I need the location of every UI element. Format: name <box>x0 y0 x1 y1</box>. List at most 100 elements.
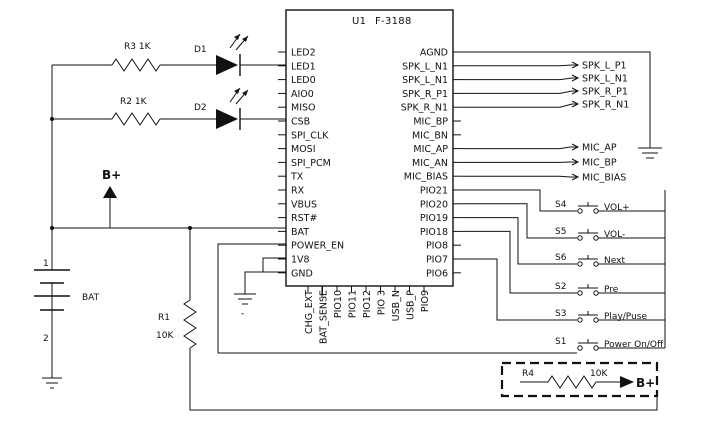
r2-label: R2 1K <box>120 97 148 107</box>
right-pin-label: SPK_R_P1 <box>402 89 448 100</box>
led-d1-icon <box>216 33 249 76</box>
switch-actuator-icon <box>578 229 598 234</box>
r4-value: 10K <box>590 369 608 379</box>
switch-actuator-icon <box>578 339 598 344</box>
switch-ref: S1 <box>555 337 566 347</box>
left-pin-label: RST# <box>291 213 317 224</box>
left-pin-label: GND <box>291 268 313 279</box>
left-pin-label: BAT <box>291 227 309 238</box>
r4-ref: R4 <box>522 369 534 379</box>
switch-ref: S6 <box>555 253 567 263</box>
right-pin-label: PIO18 <box>420 227 448 238</box>
left-pin-label: 1V8 <box>291 255 310 266</box>
right-pin-label: MIC_BIAS <box>404 172 448 183</box>
mic-net-label: MIC_BIAS <box>582 173 626 184</box>
switch-wire <box>461 258 577 321</box>
right-pin-label: MIC_BP <box>413 117 448 128</box>
bottom-pin-label: PIO9 <box>420 290 431 312</box>
right-pin-label: PIO6 <box>426 268 448 279</box>
power-en-wire <box>217 243 577 354</box>
bat-pin-2: 2 <box>43 334 49 344</box>
left-pin-label: RX <box>291 186 305 197</box>
chip-body <box>285 9 454 287</box>
r1-value: 10K <box>156 331 174 341</box>
switch-actuator-icon <box>578 202 598 207</box>
bottom-pin-label: PIO 3 <box>377 290 388 315</box>
mic-net-label: MIC_AP <box>582 143 617 154</box>
switch-actuator-icon <box>578 311 598 316</box>
speaker-wire <box>461 77 578 81</box>
mic-net-label: MIC_BP <box>582 158 617 169</box>
switch-label: VOL- <box>604 230 625 240</box>
agnd-ground-icon <box>453 51 662 159</box>
switch-wire <box>461 189 577 212</box>
left-pin-label: AIO0 <box>291 89 314 100</box>
bottom-pin-label: BAT_SENSE <box>319 290 330 344</box>
switch-ref: S3 <box>555 309 566 319</box>
left-pin-label: VBUS <box>291 199 317 210</box>
chip-gnd-wiring: - <box>234 257 286 319</box>
speaker-wire <box>461 64 578 67</box>
bplus-top-label: B+ <box>102 168 121 182</box>
r1-ref: R1 <box>158 313 170 323</box>
right-pin-label: MIC_AN <box>412 158 448 169</box>
right-pin-label: AGND <box>420 48 448 59</box>
right-pin-label: PIO20 <box>420 199 448 210</box>
r1-wiring <box>183 228 658 411</box>
right-pin-label: SPK_L_N1 <box>402 61 448 72</box>
r4-arrow-icon <box>620 376 634 388</box>
bat-label: BAT <box>82 293 100 303</box>
switch-actuator-icon <box>578 284 598 289</box>
svg-text:-: - <box>241 309 244 319</box>
speaker-net-label: SPK_L_P1 <box>582 61 627 72</box>
bottom-pin-label: USB_P <box>406 290 417 320</box>
left-pin-label: TX <box>290 172 304 183</box>
switch-wire <box>461 217 577 265</box>
switch-ref: S4 <box>555 200 567 210</box>
switch-wire <box>461 230 577 294</box>
left-pin-label: CSB <box>291 117 310 128</box>
battery-symbol <box>34 258 70 389</box>
bplus-r4-label: B+ <box>636 376 655 390</box>
switch-ref: S5 <box>555 227 566 237</box>
resistor-r4 <box>520 375 620 389</box>
switch-label: Next <box>604 256 625 266</box>
resistor-r3 <box>111 58 161 72</box>
right-pin-label: PIO8 <box>426 241 448 252</box>
speaker-net-label: SPK_R_N1 <box>582 100 629 111</box>
bat-pin-1: 1 <box>43 259 49 269</box>
right-pin-label: MIC_BN <box>412 130 448 141</box>
d1-label: D1 <box>194 45 207 55</box>
switch-wire <box>461 203 577 239</box>
switch-label: Play/Puse <box>604 312 647 322</box>
bottom-pin-label: PIO12 <box>362 290 373 318</box>
speaker-net-label: SPK_R_P1 <box>582 87 628 98</box>
left-pin-label: MISO <box>291 103 316 114</box>
mic-nets: MIC_AP MIC_BP MIC_BIAS <box>461 143 626 184</box>
speaker-wire <box>461 90 578 94</box>
bplus-supply-icon <box>103 186 117 228</box>
mic-wire <box>461 175 578 178</box>
right-pin-label: PIO7 <box>426 255 448 266</box>
left-pin-label: MOSI <box>291 144 316 155</box>
switch-label: Power On/Off <box>604 340 664 350</box>
right-pin-label: PIO21 <box>420 186 448 197</box>
r3-label: R3 1K <box>124 42 152 52</box>
left-pin-label: LED1 <box>291 61 316 72</box>
switch-label: VOL+ <box>604 203 630 213</box>
switch-ref: S2 <box>555 282 566 292</box>
left-pin-label: LED0 <box>291 75 316 86</box>
left-pin-label: POWER_EN <box>291 241 344 252</box>
speaker-wire <box>461 103 578 108</box>
chip-ref: U1 <box>352 16 366 27</box>
right-pin-label: SPK_R_N1 <box>401 103 448 114</box>
d2-label: D2 <box>194 103 207 113</box>
switch-actuator-icon <box>578 255 598 260</box>
mic-wire <box>461 146 578 150</box>
bottom-pin-label: USB_N <box>391 290 402 321</box>
